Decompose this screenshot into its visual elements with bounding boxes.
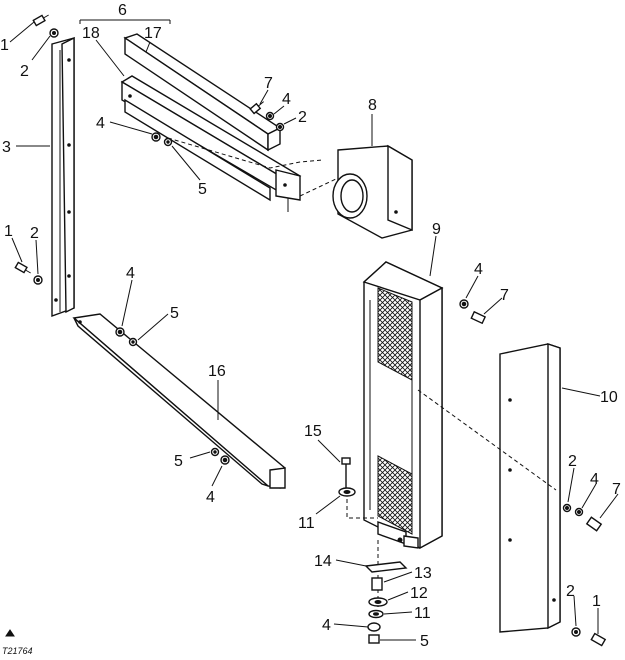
callout-7: 7 [264, 75, 273, 92]
lower-brace-16 [72, 313, 286, 489]
alignment-lines [131, 137, 557, 608]
left-side-bracket [51, 36, 75, 317]
air-inlet-boot [332, 144, 413, 239]
callout-2: 2 [298, 109, 307, 126]
callout-4: 4 [322, 617, 331, 634]
callout-6: 6 [118, 2, 127, 19]
triangle-icon [5, 629, 15, 637]
callout-5: 5 [198, 181, 207, 198]
callout-14: 14 [314, 553, 332, 570]
callout-1: 1 [592, 593, 601, 610]
callout-15: 15 [304, 423, 322, 440]
callout-5: 5 [174, 453, 183, 470]
figure-id-mark: T21764 [2, 629, 33, 656]
callout-5: 5 [420, 633, 429, 650]
callout-16: 16 [208, 363, 226, 380]
callout-18: 18 [82, 25, 100, 42]
callout-1: 1 [0, 37, 9, 54]
callout-5: 5 [170, 305, 179, 322]
callout-2: 2 [30, 225, 39, 242]
callout-3: 3 [2, 139, 11, 156]
callout-7: 7 [500, 287, 509, 304]
cooler-core [362, 261, 444, 550]
top-beam-17 [123, 33, 282, 152]
hardware [14, 14, 607, 647]
right-side-bracket [499, 343, 561, 633]
figure-id: T21764 [2, 646, 33, 656]
callout-10: 10 [600, 389, 618, 406]
callout-12: 12 [410, 585, 428, 602]
callout-2: 2 [568, 453, 577, 470]
callout-4: 4 [474, 261, 483, 278]
callout-4: 4 [96, 115, 105, 132]
callout-2: 2 [566, 583, 575, 600]
callout-11: 11 [414, 605, 431, 622]
callout-7: 7 [612, 481, 621, 498]
callout-4: 4 [282, 91, 291, 108]
callout-17: 17 [144, 25, 162, 42]
callout-13: 13 [414, 565, 432, 582]
callout-11: 11 [298, 515, 315, 532]
callout-9: 9 [432, 221, 441, 238]
callout-8: 8 [368, 97, 377, 114]
callout-4: 4 [206, 489, 215, 506]
leader-lines [9, 19, 619, 641]
callout-2: 2 [20, 63, 29, 80]
callout-4: 4 [590, 471, 599, 488]
top-bracket-18 [120, 75, 302, 212]
callout-1: 1 [4, 223, 13, 240]
callout-4: 4 [126, 265, 135, 282]
callout-labels: 1 2 3 1 2 6 18 17 4 5 7 4 2 8 9 4 7 4 5 … [0, 2, 621, 650]
